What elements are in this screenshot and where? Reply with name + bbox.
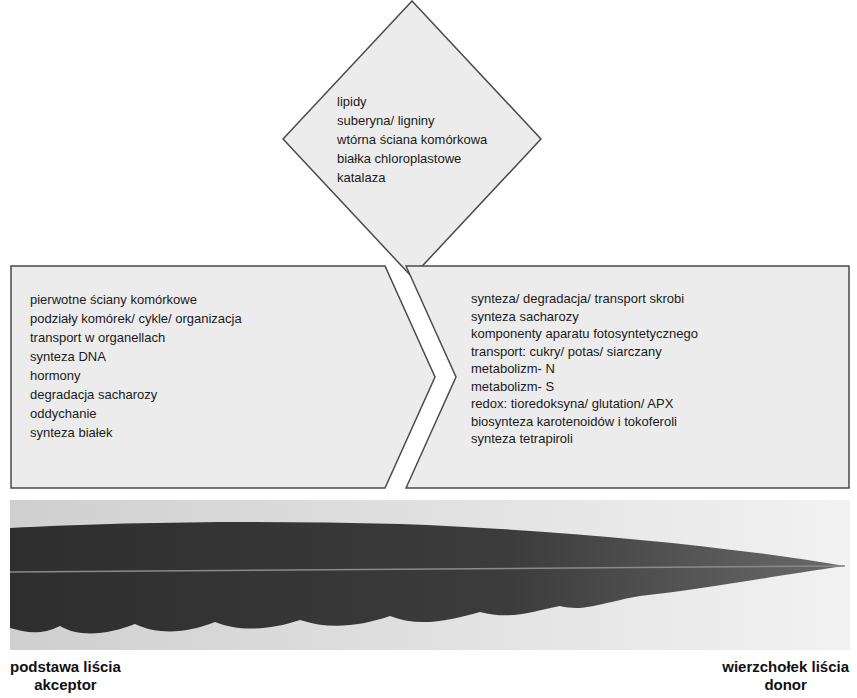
shape-polygon	[283, 1, 541, 277]
list-item: komponenty aparatu fotosyntetycznego	[471, 325, 698, 343]
photo-ground	[10, 500, 850, 650]
list-item: degradacja sacharozy	[30, 385, 242, 404]
list-item: białka chloroplastowe	[337, 149, 487, 168]
list-item: metabolizm- N	[471, 360, 698, 378]
list-item: synteza białek	[30, 423, 242, 442]
axis-label: wierzchołek liścia	[722, 658, 849, 676]
list-item: suberyna/ ligniny	[337, 111, 487, 130]
axis-label: donor	[722, 676, 849, 694]
text-block: lipidysuberyna/ ligninywtórna ściana kom…	[337, 92, 487, 187]
leaf-blade	[10, 522, 845, 633]
axis-label: podstawa liścia	[10, 658, 121, 676]
list-item: hormony	[30, 366, 242, 385]
leaf-end-label: podstawa liściaakceptor	[10, 658, 121, 694]
list-item: biosynteza karotenoidów i tokoferoli	[471, 413, 698, 431]
list-item: synteza/ degradacja/ transport skrobi	[471, 290, 698, 308]
list-item: lipidy	[337, 92, 487, 111]
leaf-end-label: wierzchołek liściadonor	[722, 658, 849, 694]
list-item: transport: cukry/ potas/ siarczany	[471, 343, 698, 361]
axis-label: akceptor	[10, 676, 121, 694]
leaf-midrib	[10, 566, 845, 572]
list-item: transport w organellach	[30, 328, 242, 347]
text-block: synteza/ degradacja/ transport skrobisyn…	[471, 290, 698, 448]
list-item: katalaza	[337, 168, 487, 187]
text-block: pierwotne ściany komórkowepodziały komór…	[30, 290, 242, 442]
shape-polygon	[406, 266, 849, 488]
notched-arrow-box: synteza/ degradacja/ transport skrobisyn…	[405, 265, 850, 489]
list-item: wtórna ściana komórkowa	[337, 130, 487, 149]
list-item: oddychanie	[30, 404, 242, 423]
list-item: synteza tetrapiroli	[471, 430, 698, 448]
list-item: synteza DNA	[30, 347, 242, 366]
diamond-box: lipidysuberyna/ ligninywtórna ściana kom…	[282, 0, 542, 278]
list-item: pierwotne ściany komórkowe	[30, 290, 242, 309]
list-item: redox: tioredoksyna/ glutation/ APX	[471, 395, 698, 413]
arrow-box: pierwotne ściany komórkowepodziały komór…	[10, 265, 438, 489]
list-item: synteza sacharozy	[471, 308, 698, 326]
shape-polygon	[11, 266, 435, 488]
list-item: metabolizm- S	[471, 378, 698, 396]
list-item: podziały komórek/ cykle/ organizacja	[30, 309, 242, 328]
